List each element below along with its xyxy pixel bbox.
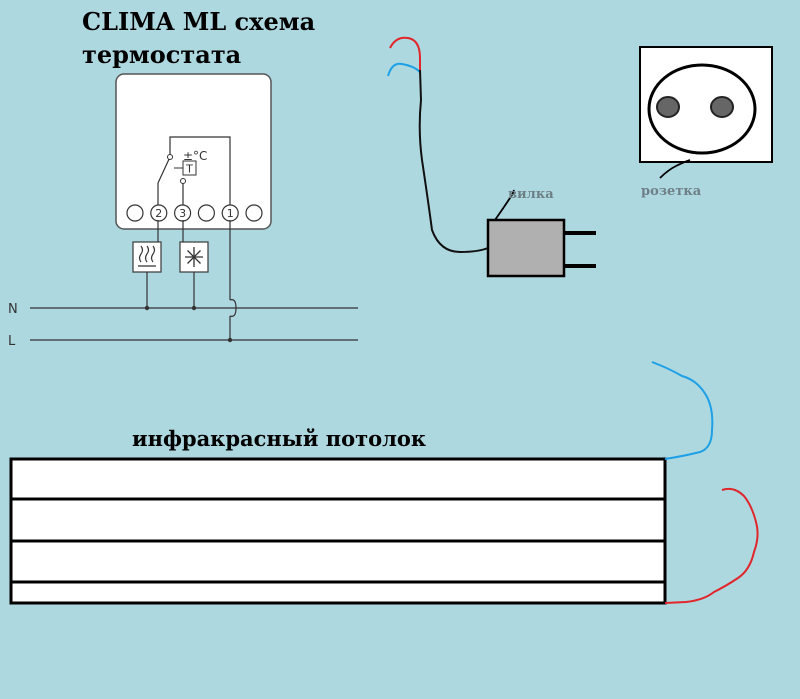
terminal-label: 3 [179,207,186,220]
ceiling-label: инфракрасный потолок [132,426,426,451]
sensor-box [182,160,197,176]
snowflake-icon [185,247,203,267]
heating-load [132,241,162,273]
ceiling-blue-wire [651,361,714,460]
terminal-2: 2 [150,204,168,222]
terminal-blank-5 [245,204,263,222]
socket: розетка [639,46,773,199]
plug-label: вилка [508,187,554,202]
thermostat-internal-wiring [157,136,231,208]
plug-body [486,218,566,278]
socket-hole-left [656,96,680,118]
sensor-letter: T [185,163,193,176]
neutral-label: N [8,302,18,317]
heating-icon [138,245,156,267]
plug: вилка [486,187,596,278]
mains-lines: N L [8,302,358,349]
terminal-row: 2 3 1 [126,204,263,222]
terminal-3: 3 [174,204,192,222]
cord-blue-wire-end [387,62,421,77]
cooling-load [179,241,209,273]
cord-red-wire-end [389,36,421,70]
cord-black-cable [418,69,489,254]
ceiling-panel-frame [9,457,667,605]
temp-symbol: ±°C [183,149,207,163]
terminal-label: 2 [155,207,162,220]
terminal-blank-3 [197,204,215,222]
socket-label: розетка [641,184,702,199]
live-label: L [8,334,16,349]
terminal-1: 1 [221,204,239,222]
socket-hole-right [710,96,734,118]
socket-face [647,63,757,155]
infrared-ceiling-panel [9,457,667,605]
terminal-label: 1 [227,207,234,220]
diagram-title-line2: термостата [82,40,241,69]
thermostat-unit: T ±°C 2 3 1 [115,73,272,230]
thermostat-leads [146,220,237,340]
ceiling-red-wire [664,487,759,604]
power-cord [387,36,489,254]
terminal-blank-0 [126,204,144,222]
diagram-title-line1: CLIMA ML схема [82,7,315,36]
thermostat-body [115,73,272,230]
